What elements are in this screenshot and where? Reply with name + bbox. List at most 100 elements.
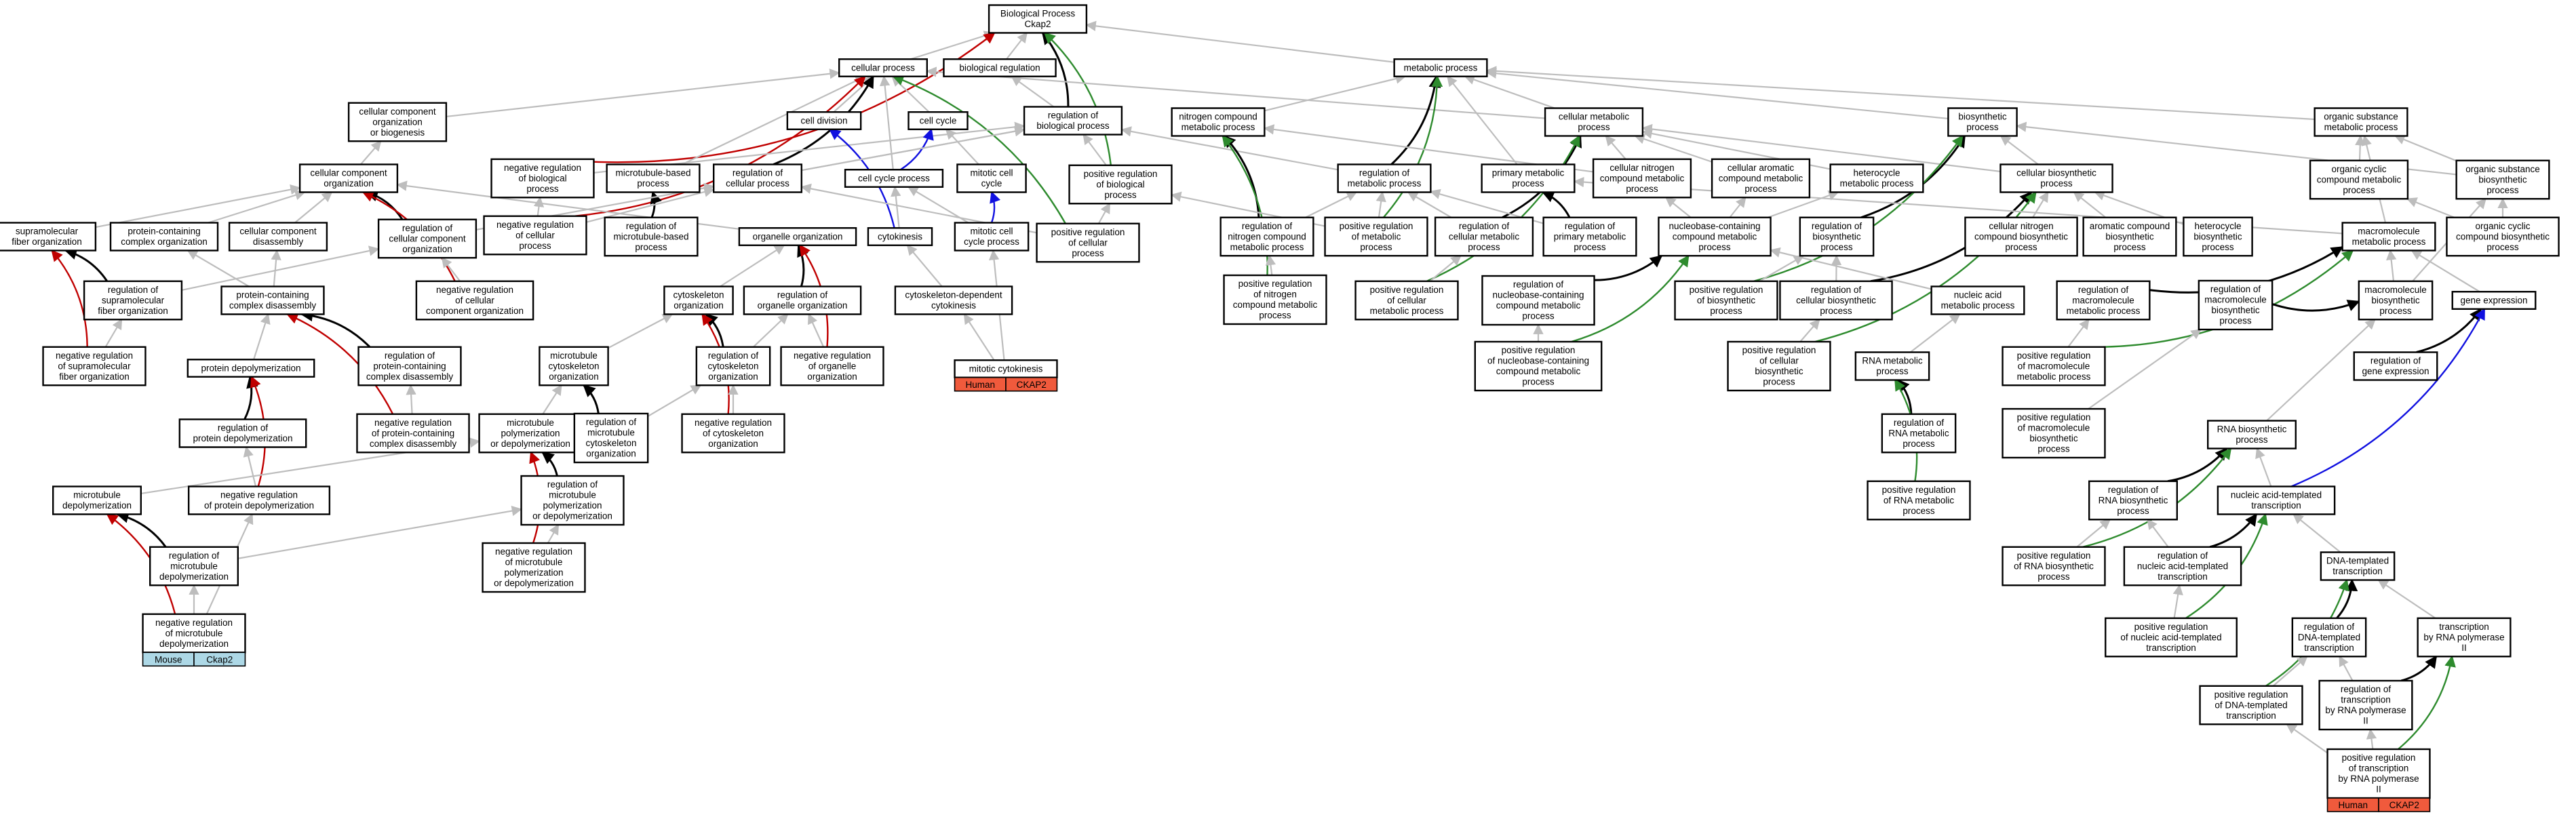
go-term-node[interactable]: cell division: [786, 111, 862, 130]
go-term-node[interactable]: regulation ofmicrotubulepolymerizationor…: [520, 475, 625, 526]
go-term-node[interactable]: regulation ofmicrotubulecytoskeletonorga…: [573, 412, 649, 464]
go-term-node[interactable]: biological regulation: [943, 58, 1057, 77]
go-term-node[interactable]: gene expression: [2451, 291, 2537, 310]
go-term-node[interactable]: cell cycle: [908, 111, 969, 130]
go-term-node[interactable]: protein depolymerization: [187, 359, 315, 378]
go-term-node[interactable]: organelle organization: [738, 227, 857, 246]
go-term-node[interactable]: regulation ofnucleobase-containingcompou…: [1481, 275, 1595, 326]
go-term-node[interactable]: cell cycle process: [844, 169, 944, 188]
go-term-node[interactable]: metabolic process: [1393, 58, 1488, 77]
go-term-node[interactable]: cytokinesis: [867, 227, 933, 246]
go-term-node[interactable]: cellular process: [838, 58, 928, 77]
go-term-node[interactable]: regulation ofmacromoleculebiosyntheticpr…: [2198, 279, 2273, 331]
